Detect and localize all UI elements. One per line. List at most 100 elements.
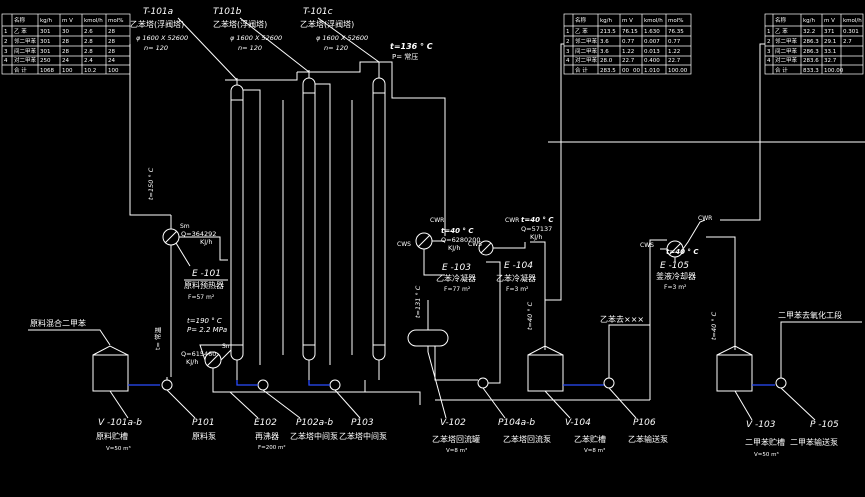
v104-spec: V=8 m³ [584,447,605,454]
tank-v101 [92,345,129,392]
condenser-e104: CWR CWS t=40 ° C Q=57137 KJ/h E -104 乙苯冷… [468,216,554,293]
table-cell: 371 [824,29,835,35]
e103-temp: t=40 ° C [441,227,474,235]
table-total-cell: 00 [633,68,640,74]
table-cell: 2.6 [84,29,93,35]
table-cell: 76.35 [668,29,684,35]
table-cell: 301 [40,29,51,35]
table-cell: 1 [767,29,771,35]
table-cell: 28 [108,49,115,55]
table-cell: 间二甲苯 [775,47,798,55]
table-cell: 32.2 [803,29,815,35]
tower-a-size: φ 1600 X 52600 [136,34,188,42]
e105-tag: E -105 [660,261,689,271]
table-total-cell: 合 计 [14,66,27,74]
table-cell: 间二甲苯 [575,47,598,55]
e105-cwr: CWR [698,215,712,222]
table-cell: 24 [62,58,69,64]
table-total-cell: 100.00 [668,68,688,74]
top-temp: t=136 ° C [390,42,433,51]
table-cell: 286.3 [803,49,819,55]
table-cell: 乙 苯 [775,27,788,35]
table-cell: 283.6 [803,58,819,64]
table-total-cell: 合 计 [575,66,588,74]
table-cell: 1.630 [644,29,660,35]
tower-t101c [372,62,386,361]
e103-duty-unit: KJ/h [448,244,461,252]
p104-name: 乙苯塔回流泵 [503,434,551,444]
reboiler-duty: Q=615460 [181,350,216,358]
table-cell: 4 [566,58,570,64]
table-cell: 250 [40,58,51,64]
table-cell: 2 [767,39,771,45]
v101-name: 原料贮槽 [96,431,128,441]
table-cell: 2 [566,39,570,45]
feed-inlet-line [28,329,111,346]
material-table-right: 名称 kg/h m V kmol/h 1 乙 苯 32.2 371 0.301 … [764,13,864,75]
table-header-cell: mol% [108,18,123,24]
bottoms-temp: t=40 ° C [710,311,718,340]
tower-a-name: 乙苯塔(浮阀塔) [130,19,184,29]
p105-name: 二甲苯输送泵 [790,437,838,447]
feed-stream-label: 原料混合二甲苯 [30,318,86,328]
table-cell: 2 [4,39,8,45]
table-header-cell: kmol/h [843,18,862,24]
table-cell: 33.1 [824,49,836,55]
p101-name: 原料泵 [192,431,216,441]
table-cell: 76.15 [622,29,638,35]
v102-name: 乙苯塔回流罐 [432,434,480,444]
pump-p106 [603,324,650,389]
drum-v102 [407,300,449,352]
e103-area: F=77 m² [444,286,471,293]
table-cell: 3.6 [600,39,609,45]
e104-name: 乙苯冷凝器 [496,273,536,283]
pipe [243,89,261,365]
table-header-cell: 名称 [14,16,26,24]
v101-spec: V=50 m³ [106,445,131,452]
table-header-cell: m V [824,18,835,24]
e101-area: F=57 m² [188,294,215,301]
table-cell: 1.22 [622,49,634,55]
table-header-cell: kmol/h [644,18,663,24]
feed-temp-ambient: t= 常温 [153,326,162,350]
tower-c-tag: T-101c [303,7,333,17]
p103-tag: P103 [351,418,374,428]
overhead-vapor-line [379,61,446,236]
table-cell: 对二甲苯 [575,56,598,64]
reboiler-duty-unit: KJ/h [186,358,199,366]
table-total-cell: 100 [108,68,119,74]
pump-p102b [308,379,341,391]
preheater-e101: Sm Q=364292 KJ/h E -101 原料预热器 F=57 m² [162,215,228,301]
cooler-e105: CWR CWS t=40 ° C E -105 釜液冷却器 F=3 m² [640,215,712,291]
table-cell: 3.6 [600,49,609,55]
e101-duty-unit: KJ/h [200,238,213,246]
table-header-cell: kmol/h [84,18,103,24]
table-cell: 28 [108,39,115,45]
table-cell: 3 [4,49,8,55]
table-cell: 2.7 [843,39,852,45]
table-cell: 1 [4,29,8,35]
table-cell: 0.77 [622,39,635,45]
table-cell: 2.8 [84,49,93,55]
tower-c-trays: n= 120 [324,44,348,52]
p106-name: 乙苯输送泵 [628,434,668,444]
table-cell: 0.77 [668,39,681,45]
tower-t101b [297,70,321,361]
p103-name: 乙苯塔中间泵 [339,431,387,441]
table-cell: 邻二甲苯 [775,37,798,45]
table-cell: 对二甲苯 [14,56,37,64]
table-cell: 28 [62,49,69,55]
table-cell: 28 [108,29,115,35]
e105-cws: CWS [640,242,654,249]
table-cell: 乙 苯 [14,27,27,35]
table-cell: 24 [108,58,115,64]
table-total-cell: 100.00 [824,68,844,74]
table-total-cell: 1068 [40,68,54,74]
e103-name: 乙苯冷凝器 [436,273,476,283]
table-right-leader [720,43,765,221]
table-header-cell: mol% [668,18,683,24]
table-cell: 邻二甲苯 [575,37,598,45]
tower-b-name: 乙苯塔(浮阀塔) [213,19,267,29]
eb-out-label: 乙苯去××× [600,314,644,324]
table-cell: 22.7 [622,58,635,64]
